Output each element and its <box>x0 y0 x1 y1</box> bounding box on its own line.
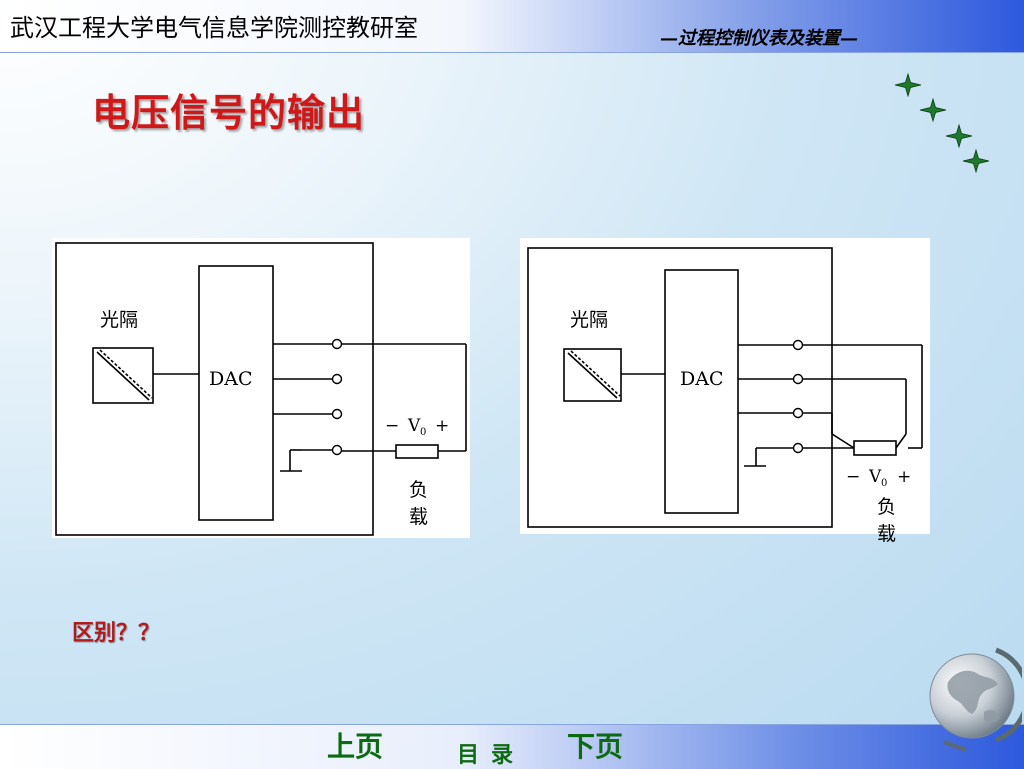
question-text: 区别？？ <box>72 621 161 646</box>
sparkle-star-icon <box>919 97 947 123</box>
load-label-1: 负 <box>877 496 896 518</box>
terminal <box>331 408 343 420</box>
institution-name: 武汉工程大学电气信息学院测控教研室 <box>10 14 418 42</box>
voltage-minus: − <box>846 467 860 487</box>
voltage-subscript: 0 <box>420 427 426 438</box>
next-page-button[interactable]: 下页 <box>567 730 624 763</box>
load-label-2: 载 <box>409 506 428 528</box>
terminal <box>792 373 804 385</box>
terminal <box>792 442 804 454</box>
terminal <box>792 407 804 419</box>
sparkle-star-icon <box>894 72 922 98</box>
circuit-diagram-left: 光隔 DAC − V 0 + 负 载 <box>52 238 470 538</box>
diagram-panel <box>520 238 930 534</box>
voltage-symbol: V <box>868 467 882 487</box>
terminal <box>331 444 343 456</box>
isolator-label: 光隔 <box>100 309 138 331</box>
dac-block <box>198 265 274 521</box>
dac-label: DAC <box>209 368 253 390</box>
voltage-plus: + <box>435 416 449 436</box>
terminal <box>331 338 343 350</box>
diagram-panel <box>52 238 470 538</box>
course-title: —过程控制仪表及装置— <box>660 28 858 49</box>
sparkle-star-icon <box>945 123 973 149</box>
globe-icon <box>929 647 1022 752</box>
optocoupler-box <box>563 348 622 402</box>
header-bar: 武汉工程大学电气信息学院测控教研室 —过程控制仪表及装置— <box>0 0 1024 53</box>
sparkle-stars-decoration <box>894 72 990 174</box>
terminal <box>331 373 343 385</box>
module-enclosure <box>527 247 833 528</box>
voltage-symbol: V <box>407 416 421 436</box>
terminal <box>792 339 804 351</box>
load-label-1: 负 <box>409 479 428 501</box>
sparkle-star-icon <box>962 148 990 174</box>
prev-page-button[interactable]: 上页 <box>327 730 384 763</box>
module-enclosure <box>55 242 374 536</box>
load-resistor <box>853 440 897 456</box>
slide-title: 电压信号的输出 <box>92 90 366 135</box>
circuit-diagram-right: 光隔 DAC − V 0 + 负 载 <box>520 238 930 545</box>
optocoupler-box <box>92 347 154 404</box>
isolator-label: 光隔 <box>570 309 608 331</box>
load-label-2: 载 <box>877 523 896 545</box>
table-of-contents-button[interactable]: 目录 <box>457 743 526 768</box>
footer-bar <box>0 724 1024 769</box>
dac-block <box>664 269 739 514</box>
voltage-plus: + <box>897 467 911 487</box>
voltage-minus: − <box>385 416 399 436</box>
voltage-subscript: 0 <box>881 478 887 489</box>
dac-label: DAC <box>680 368 724 390</box>
